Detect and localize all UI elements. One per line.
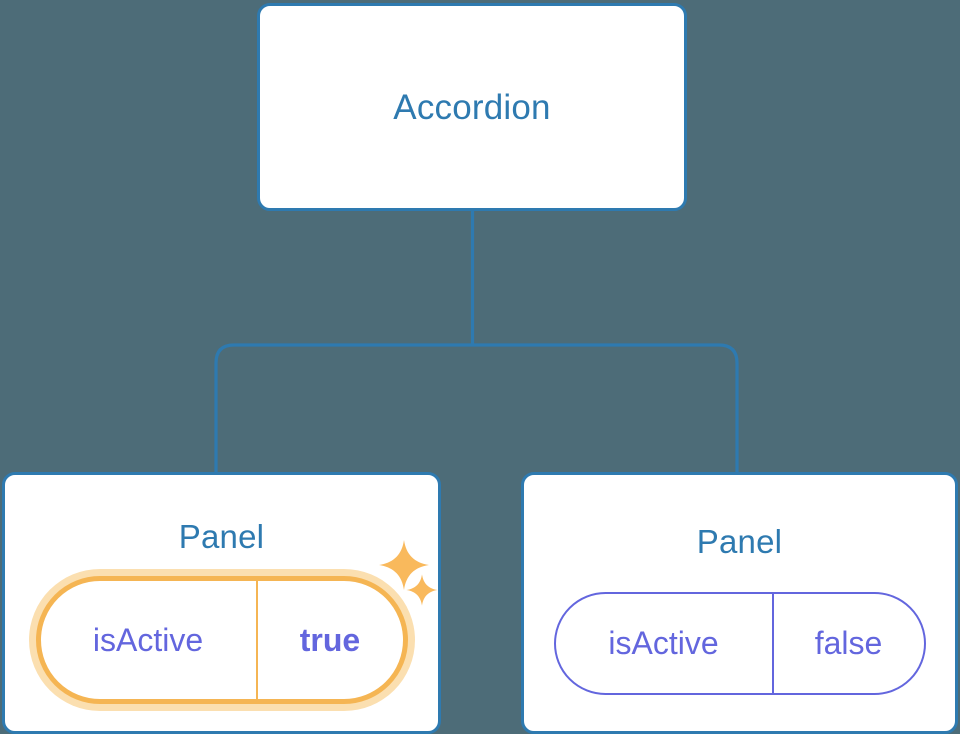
node-accordion[interactable]: Accordion [257, 3, 687, 211]
node-panel-right[interactable]: Panel isActive false [521, 472, 958, 734]
prop-pill-wrapper: isActive false [553, 592, 926, 695]
prop-pill-isactive-true[interactable]: isActive true [35, 576, 408, 704]
prop-value: false [771, 594, 924, 693]
prop-pill-wrapper: isActive true [35, 576, 408, 704]
prop-key: isActive [608, 625, 719, 661]
prop-value: true [255, 581, 403, 699]
prop-key: isActive [92, 621, 204, 658]
node-panel-left[interactable]: Panel isActive true [2, 472, 441, 734]
edge-to-panel-left [214, 343, 473, 474]
edge-to-panel-right [472, 343, 739, 474]
prop-pill-isactive-false[interactable]: isActive false [553, 592, 926, 695]
node-title: Accordion [393, 87, 551, 127]
node-title: Panel [696, 523, 783, 560]
node-title: Panel [178, 518, 265, 555]
